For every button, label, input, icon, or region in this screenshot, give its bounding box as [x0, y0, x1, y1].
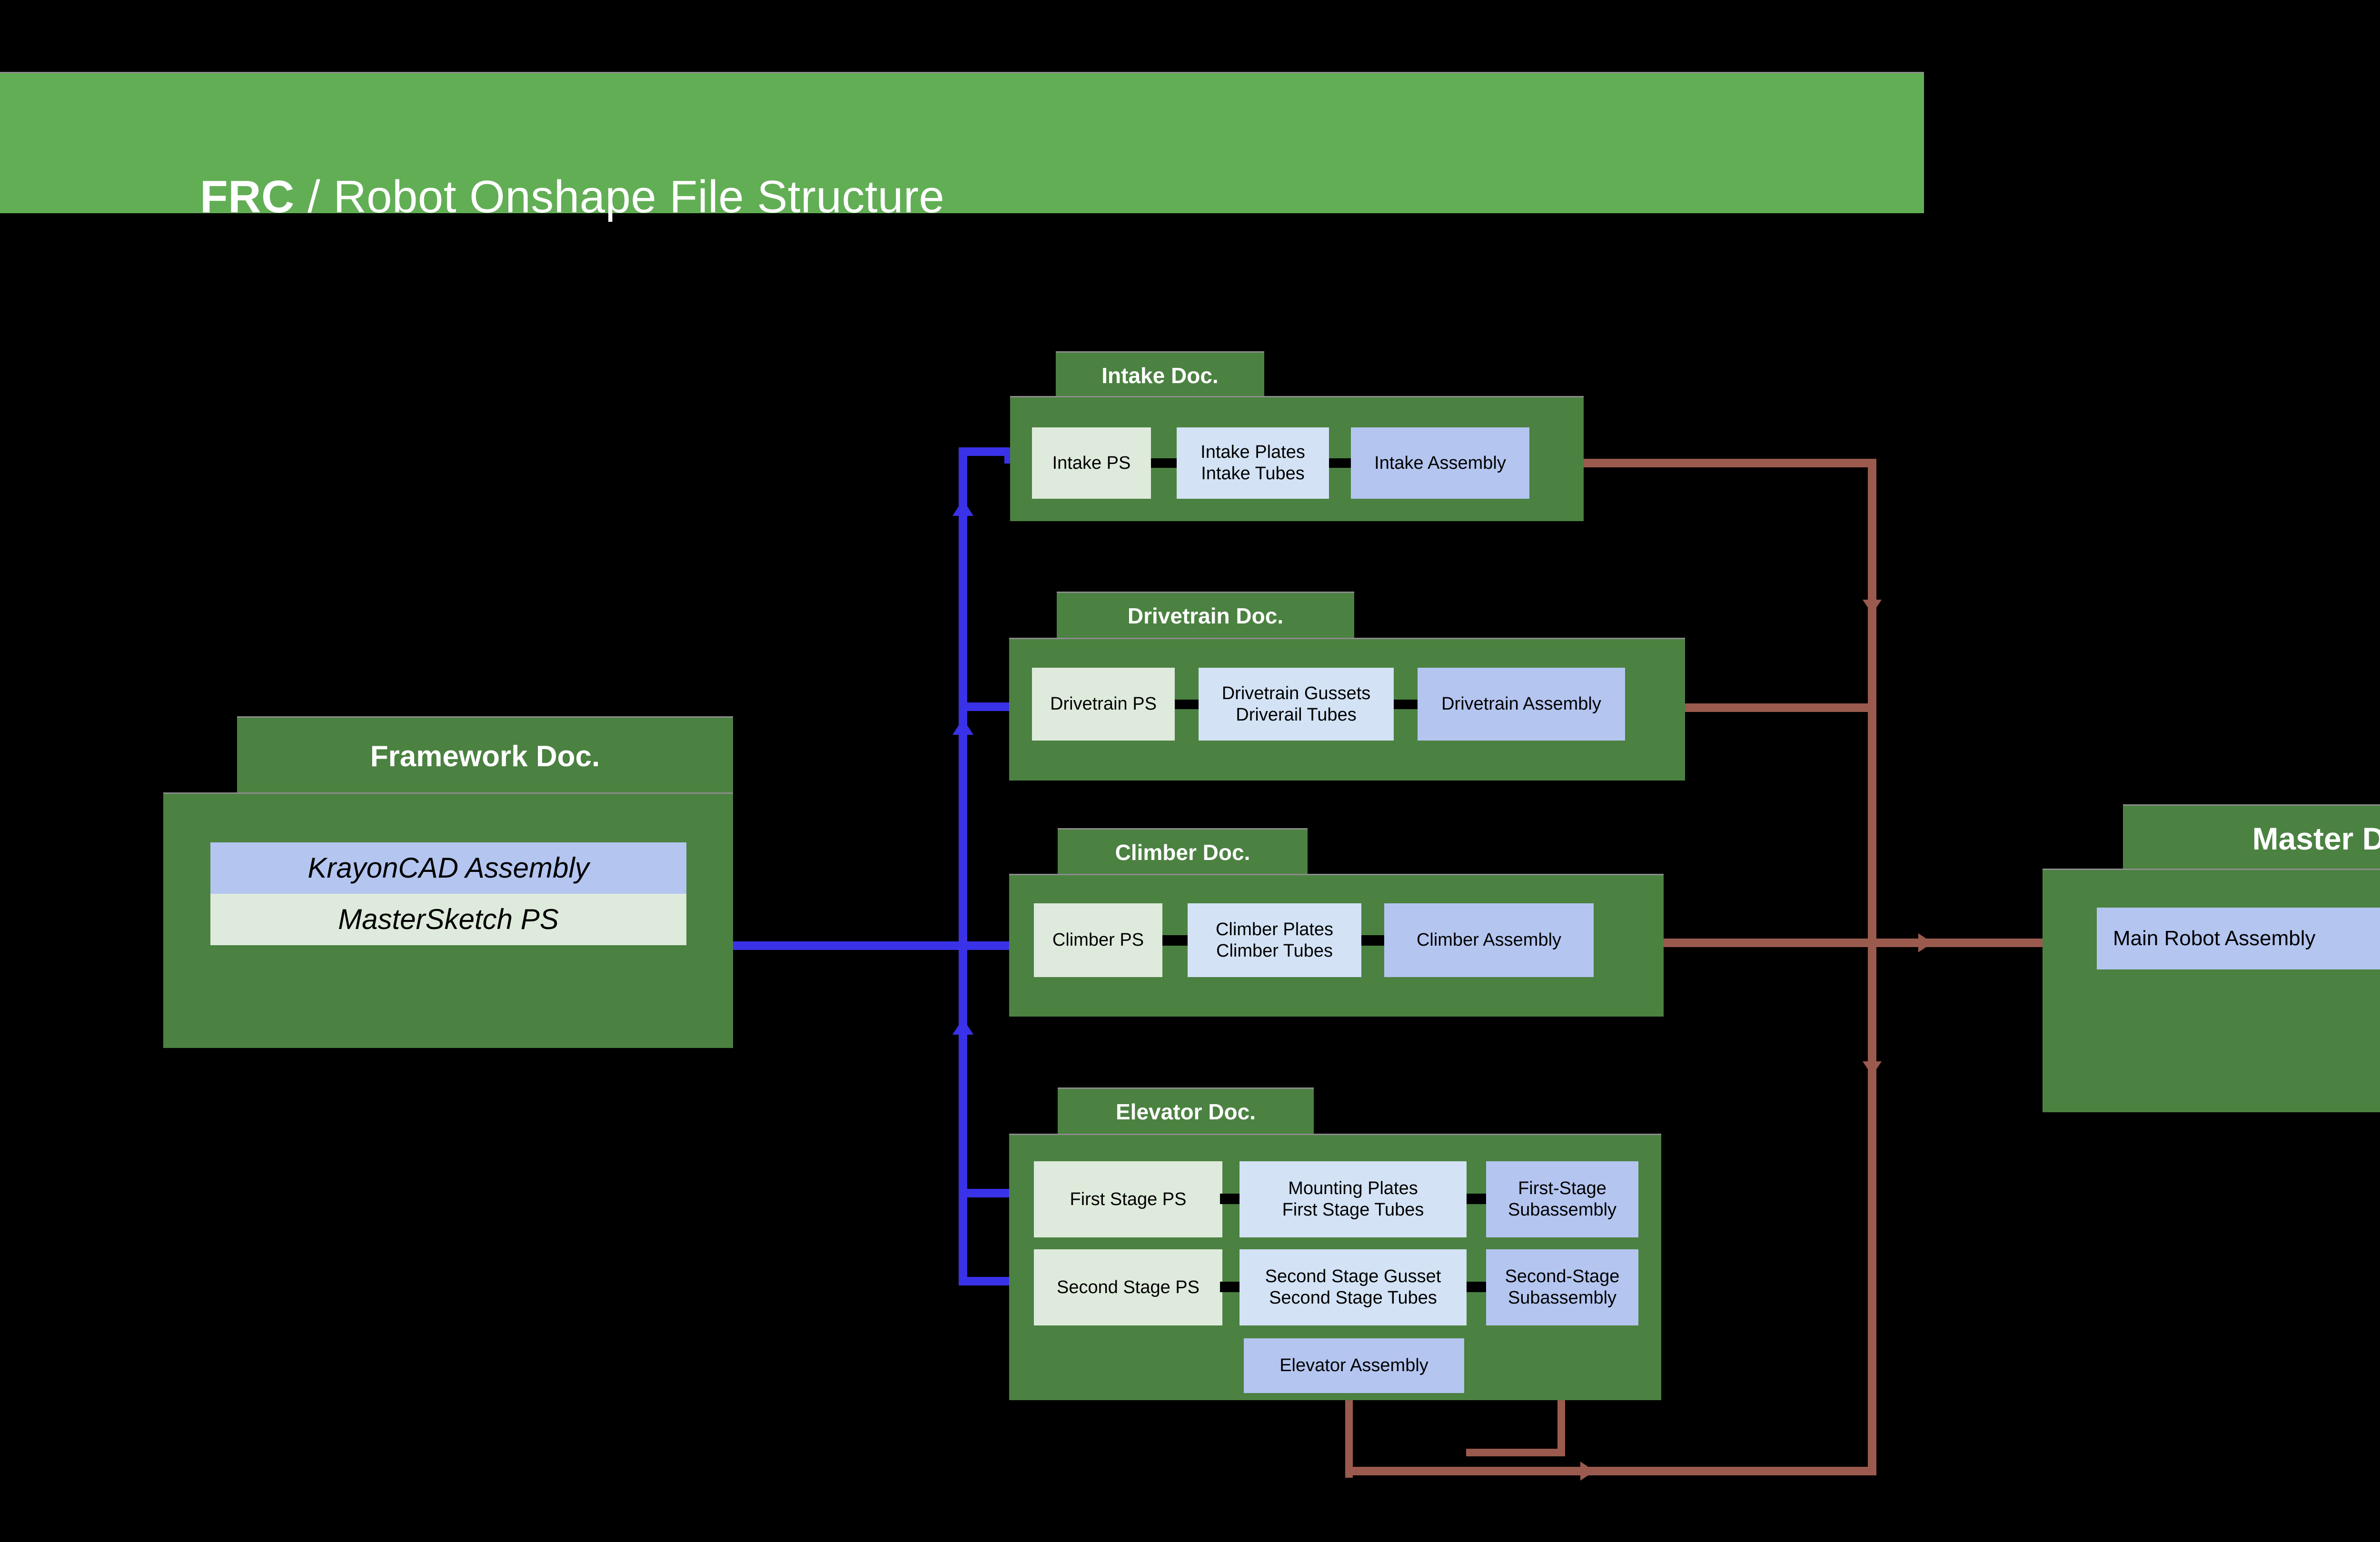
arrowhead-down-red-lower	[1863, 1061, 1882, 1076]
connector-first-stage-parts-to-subassembly	[1467, 1194, 1489, 1204]
connector-intake-ps-stub	[959, 447, 967, 462]
arrowhead-up-intake	[952, 500, 973, 516]
arrowhead-up-drivetrain	[952, 719, 973, 735]
node-elevator-assembly[interactable]: Elevator Assembly	[1244, 1338, 1464, 1393]
node-first-stage-subassembly-line2: Subassembly	[1507, 1200, 1617, 1220]
node-intake-assembly[interactable]: Intake Assembly	[1351, 427, 1529, 499]
connector-drivetrain-assembly-to-trunk	[1625, 703, 1872, 712]
node-second-stage-subassembly-line2: Subassembly	[1507, 1288, 1617, 1308]
arrowhead-right-elevator-bottom	[1580, 1462, 1595, 1481]
node-intake-ps-label: Intake PS	[1052, 453, 1131, 473]
node-intake-parts-line1: Intake Plates	[1200, 442, 1305, 463]
node-climber-assembly[interactable]: Climber Assembly	[1384, 903, 1594, 977]
node-first-stage-parts-line2: First Stage Tubes	[1282, 1200, 1424, 1220]
node-drivetrain-ps-label: Drivetrain PS	[1050, 694, 1157, 714]
node-second-stage-parts-line1: Second Stage Gusset	[1265, 1266, 1441, 1287]
node-climber-parts-line1: Climber Plates	[1215, 919, 1334, 939]
node-climber-parts[interactable]: Climber Plates Climber Tubes	[1188, 903, 1361, 977]
connector-red-trunk-vertical	[1868, 459, 1876, 1467]
page-title-bold: FRC	[200, 171, 295, 222]
node-main-robot-assembly-label: Main Robot Assembly	[2113, 927, 2316, 950]
document-master-tab: Master Document	[2123, 804, 2380, 871]
connector-elevator-assembly-bottom	[1345, 1467, 1876, 1475]
connector-intake-ps-to-parts	[1151, 458, 1180, 468]
node-mastersketch-ps-label: MasterSketch PS	[338, 903, 559, 935]
node-climber-parts-line2: Climber Tubes	[1216, 940, 1333, 961]
node-main-robot-assembly[interactable]: Main Robot Assembly	[2097, 908, 2380, 969]
connector-elevator-assembly-down	[1345, 1392, 1353, 1478]
document-intake-tab: Intake Doc.	[1056, 351, 1264, 398]
document-climber-tab: Climber Doc.	[1058, 828, 1308, 875]
node-intake-parts-line2: Intake Tubes	[1201, 464, 1305, 484]
node-drivetrain-parts-line1: Drivetrain Gussets	[1221, 683, 1371, 703]
node-krayoncad-assembly[interactable]: KrayonCAD Assembly	[210, 842, 686, 894]
node-intake-assembly-label: Intake Assembly	[1374, 453, 1506, 473]
connector-climber-parts-to-assembly	[1361, 935, 1390, 946]
node-intake-parts[interactable]: Intake Plates Intake Tubes	[1177, 427, 1329, 499]
connector-second-stage-parts-to-subassembly	[1467, 1282, 1489, 1292]
document-drivetrain-tab: Drivetrain Doc.	[1057, 592, 1354, 638]
node-second-stage-ps-label: Second Stage PS	[1057, 1277, 1200, 1297]
document-master-body	[2043, 869, 2380, 1112]
node-drivetrain-parts-line2: Driverail Tubes	[1236, 704, 1357, 725]
node-drivetrain-ps[interactable]: Drivetrain PS	[1032, 668, 1175, 741]
node-climber-assembly-label: Climber Assembly	[1416, 930, 1562, 950]
connector-framework-trunk-horizontal	[686, 941, 967, 950]
node-krayoncad-assembly-label: KrayonCAD Assembly	[307, 851, 589, 884]
connector-framework-trunk-vertical	[959, 447, 967, 1277]
connector-second-stage-sub-left	[1466, 1449, 1565, 1456]
node-second-stage-parts-line2: Second Stage Tubes	[1269, 1288, 1437, 1308]
page-title-rest: / Robot Onshape File Structure	[294, 171, 945, 222]
document-intake-title: Intake Doc.	[1101, 363, 1219, 388]
document-master-title: Master Document	[2252, 820, 2380, 856]
node-intake-ps[interactable]: Intake PS	[1032, 427, 1151, 499]
node-second-stage-subassembly-line1: Second-Stage	[1505, 1266, 1620, 1287]
arrowhead-up-elevator	[952, 1018, 973, 1035]
document-elevator-title: Elevator Doc.	[1116, 1099, 1256, 1124]
node-climber-ps[interactable]: Climber PS	[1034, 903, 1162, 977]
connector-climber-ps-to-parts	[1162, 935, 1191, 946]
node-second-stage-parts[interactable]: Second Stage Gusset Second Stage Tubes	[1240, 1249, 1467, 1325]
document-drivetrain-title: Drivetrain Doc.	[1127, 603, 1284, 628]
document-elevator-tab: Elevator Doc.	[1058, 1087, 1314, 1134]
node-first-stage-parts-line1: Mounting Plates	[1288, 1178, 1418, 1199]
node-drivetrain-assembly-label: Drivetrain Assembly	[1441, 694, 1601, 714]
node-climber-ps-label: Climber PS	[1052, 930, 1144, 950]
document-framework-title: Framework Doc.	[370, 740, 600, 773]
document-climber-title: Climber Doc.	[1115, 840, 1250, 865]
node-mastersketch-ps[interactable]: MasterSketch PS	[210, 894, 686, 945]
node-drivetrain-assembly[interactable]: Drivetrain Assembly	[1418, 668, 1625, 741]
page-title: FRC / Robot Onshape File Structure	[200, 171, 944, 223]
connector-second-stage-ps-to-parts	[1220, 1282, 1243, 1292]
node-first-stage-ps-label: First Stage PS	[1070, 1189, 1187, 1209]
document-framework-tab: Framework Doc.	[237, 716, 733, 795]
connector-intake-assembly-to-trunk	[1529, 459, 1872, 467]
connector-drivetrain-parts-to-assembly	[1394, 700, 1422, 709]
connector-intake-parts-to-assembly	[1329, 458, 1358, 468]
node-first-stage-subassembly-line1: First-Stage	[1518, 1178, 1606, 1199]
node-first-stage-parts[interactable]: Mounting Plates First Stage Tubes	[1240, 1161, 1467, 1237]
connector-drivetrain-ps-to-parts	[1175, 700, 1203, 709]
node-second-stage-subassembly[interactable]: Second-Stage Subassembly	[1486, 1249, 1638, 1325]
node-elevator-assembly-label: Elevator Assembly	[1279, 1355, 1428, 1376]
node-second-stage-ps[interactable]: Second Stage PS	[1034, 1249, 1222, 1325]
node-drivetrain-parts[interactable]: Drivetrain Gussets Driverail Tubes	[1199, 668, 1394, 741]
node-first-stage-ps[interactable]: First Stage PS	[1034, 1161, 1222, 1237]
node-first-stage-subassembly[interactable]: First-Stage Subassembly	[1486, 1161, 1638, 1237]
connector-first-stage-ps-to-parts	[1220, 1194, 1243, 1204]
header-banner: FRC / Robot Onshape File Structure	[0, 72, 1924, 222]
arrowhead-down-red-upper	[1863, 600, 1882, 614]
arrowhead-right-master	[1918, 933, 1933, 952]
